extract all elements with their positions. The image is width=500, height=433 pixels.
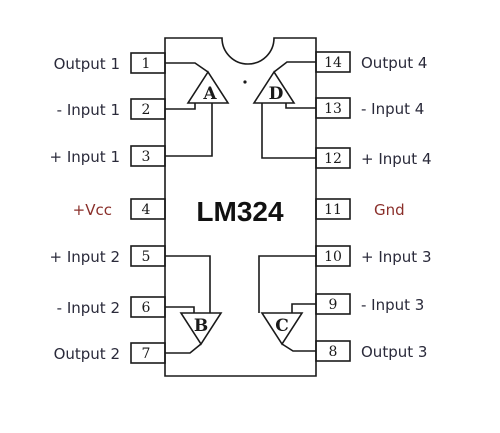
chip-name: LM324 [196, 196, 284, 227]
amplifier-d-symbol [252, 70, 296, 104]
pin-number-12: 12 [324, 151, 342, 167]
pin-box-4 [130, 198, 166, 220]
pin-label-14: Output 4 [361, 54, 427, 72]
wire-c-output [281, 343, 316, 352]
chip-body [164, 37, 317, 377]
amplifier-a-symbol [186, 70, 230, 104]
pin-label-12: + Input 4 [361, 150, 432, 168]
wire-a-noninverting [165, 103, 213, 157]
pin-number-11: 11 [324, 202, 342, 218]
pin-number-8: 8 [329, 344, 338, 360]
pin-label-5: + Input 2 [50, 248, 121, 266]
pin-label-11: Gnd [374, 201, 405, 219]
pin-label-6: - Input 2 [57, 299, 120, 317]
wire-b-inverting [165, 306, 195, 313]
pin-label-2: - Input 1 [57, 101, 120, 119]
wire-b-noninverting [165, 255, 211, 313]
pin-number-2: 2 [142, 102, 151, 118]
wire-a-inverting [165, 103, 196, 110]
pin-number-13: 13 [324, 101, 342, 117]
pin-label-7: Output 2 [54, 345, 120, 363]
pin-number-5: 5 [142, 249, 151, 265]
wire-c-inverting [291, 303, 316, 313]
pin-number-6: 6 [142, 300, 151, 316]
pin-number-3: 3 [142, 149, 151, 165]
amplifier-b-symbol [179, 312, 223, 346]
wire-d-noninverting [261, 103, 316, 159]
pin-number-9: 9 [329, 297, 338, 313]
amplifier-c-label: C [275, 316, 289, 336]
pin-label-8: Output 3 [361, 343, 427, 361]
pin-label-1: Output 1 [54, 55, 120, 73]
pin-box-11 [315, 198, 351, 220]
wire-b-output [165, 343, 202, 354]
pin-number-14: 14 [324, 55, 342, 71]
wire-a-output [165, 62, 209, 73]
wire-c-noninverting [258, 255, 316, 313]
amplifier-c-symbol [260, 312, 304, 346]
pin-label-4: +Vcc [73, 201, 112, 219]
orientation-dot [243, 80, 247, 84]
pin-number-10: 10 [324, 249, 342, 265]
amplifier-a-label: A [202, 84, 217, 104]
wire-d-output [273, 61, 316, 73]
pin-label-10: + Input 3 [361, 248, 432, 266]
amplifier-b-label: B [194, 316, 208, 336]
pin-label-13: - Input 4 [361, 100, 424, 118]
pin-label-3: + Input 1 [50, 148, 121, 166]
pin-number-7: 7 [142, 346, 151, 362]
amplifier-d-label: D [269, 84, 284, 104]
pin-number-4: 4 [142, 202, 151, 218]
wire-d-inverting [285, 103, 316, 109]
pin-number-1: 1 [142, 56, 151, 72]
pin-label-9: - Input 3 [361, 296, 424, 314]
